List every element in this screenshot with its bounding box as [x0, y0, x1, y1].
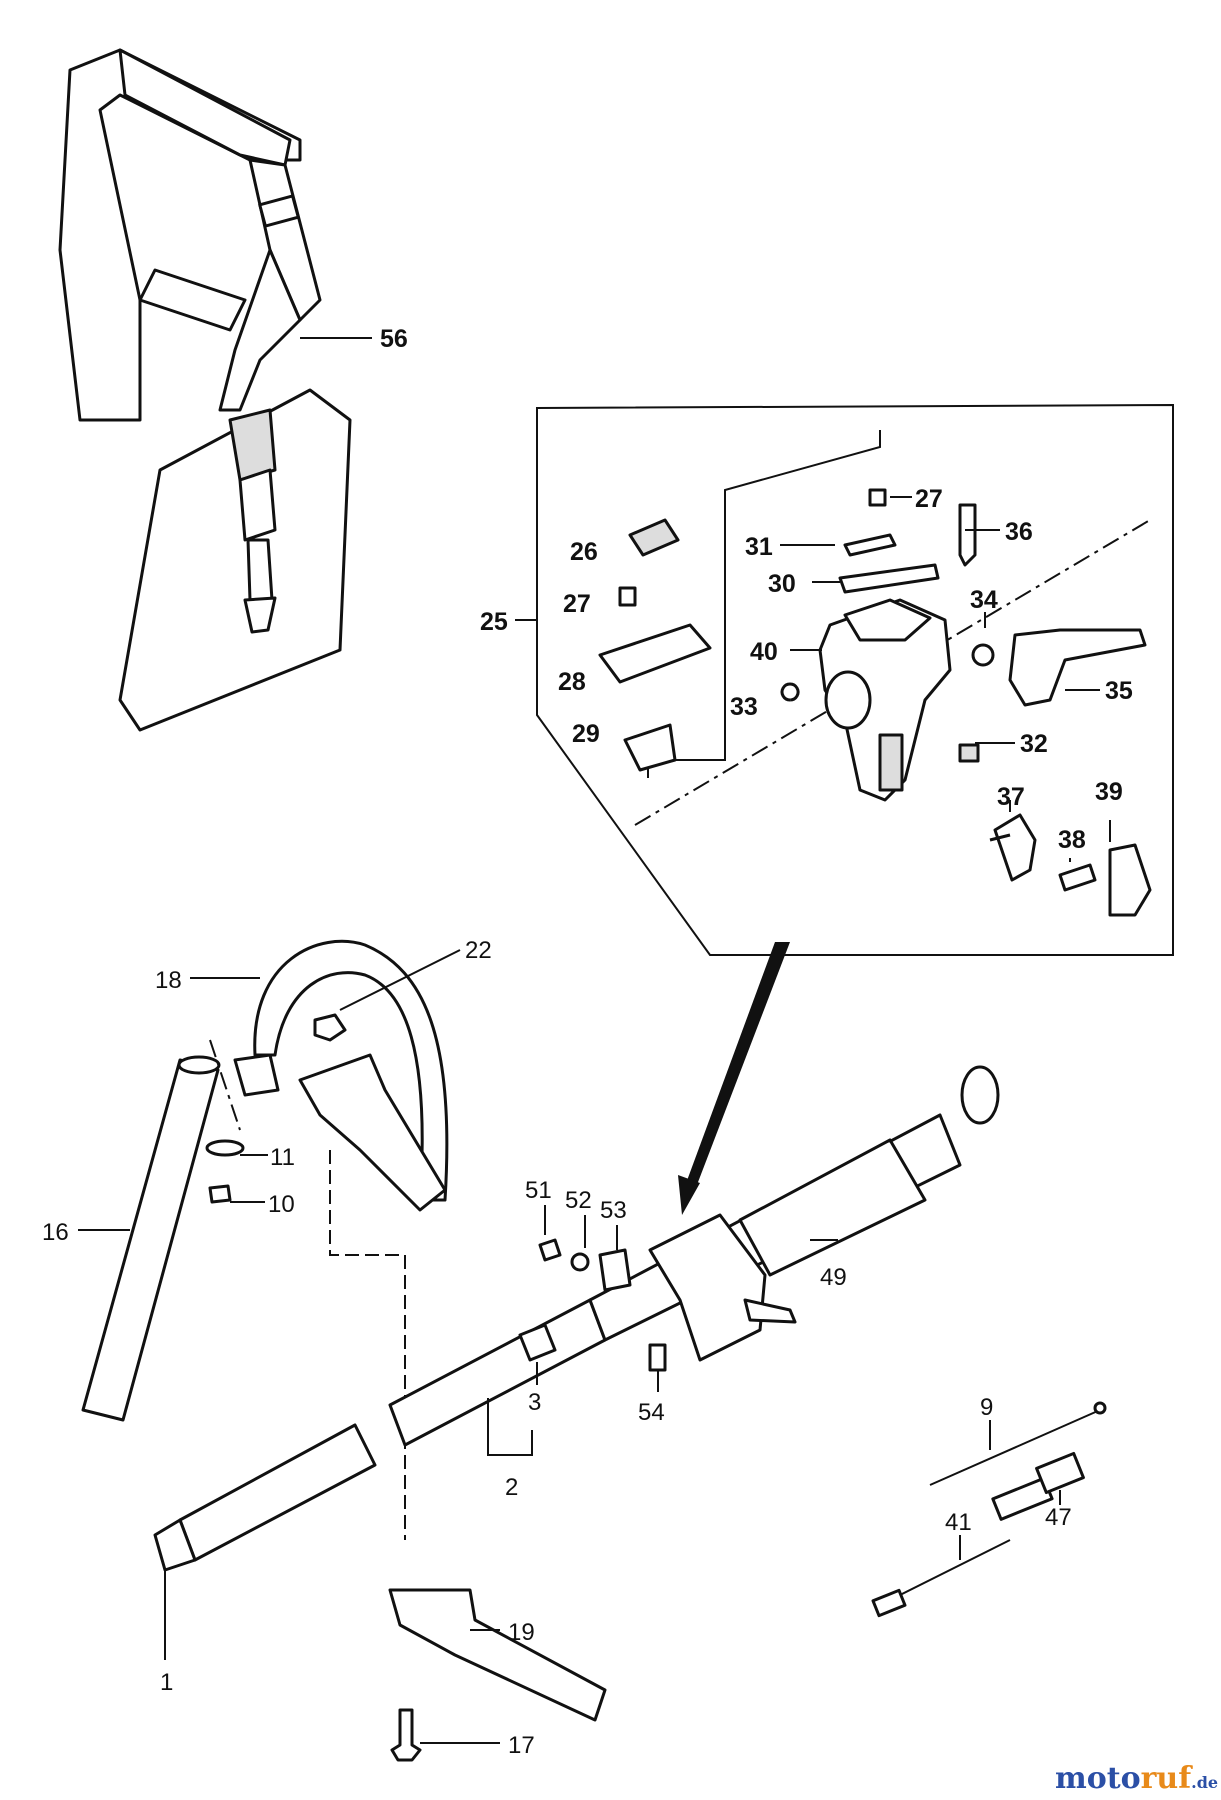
label-22: 22 [465, 937, 492, 964]
label-52: 52 [565, 1187, 592, 1214]
part-36-screw [958, 503, 977, 567]
label-37: 37 [997, 783, 1025, 811]
label-39: 39 [1095, 778, 1123, 806]
axis-16 [209, 1039, 241, 1131]
detail-arrow-head [678, 1175, 700, 1215]
part-10-screw [208, 1184, 232, 1204]
label-10: 10 [268, 1191, 295, 1218]
part-2-tube [388, 1298, 607, 1447]
label-40: 40 [750, 638, 778, 666]
label-26: 26 [570, 538, 598, 566]
label-53: 53 [600, 1197, 627, 1224]
label-30: 30 [768, 570, 796, 598]
part-54-bolt [648, 1343, 667, 1372]
part-52-washer [570, 1252, 590, 1272]
detail-frame [536, 403, 1174, 956]
part-16-grip-end [177, 1055, 221, 1075]
part-1-shaft-end [153, 1518, 197, 1572]
label-3: 3 [528, 1389, 541, 1416]
part-41-end [871, 1588, 907, 1618]
label-9: 9 [980, 1394, 993, 1421]
label-56: 56 [380, 325, 408, 353]
label-38: 38 [1058, 826, 1086, 854]
part-33-clip [780, 682, 800, 702]
label-11: 11 [270, 1144, 295, 1171]
label-35: 35 [1105, 677, 1133, 705]
label-32: 32 [1020, 730, 1048, 758]
label-34: 34 [970, 586, 998, 614]
watermark-suffix: ruf [1141, 1761, 1194, 1796]
label-27a: 27 [915, 485, 943, 513]
label-28: 28 [558, 668, 586, 696]
throttle-housing [818, 598, 952, 802]
label-41: 41 [945, 1509, 972, 1536]
shaft-end [960, 1065, 1000, 1125]
part-30-lever [838, 563, 940, 594]
label-29: 29 [572, 720, 600, 748]
part-51-nut [538, 1238, 562, 1262]
label-36: 36 [1005, 518, 1033, 546]
part-34-spring [971, 643, 995, 667]
label-51: 51 [525, 1177, 552, 1204]
part-37-stop [993, 813, 1037, 882]
watermark-tld: .de [1191, 1773, 1218, 1792]
label-31: 31 [745, 533, 773, 561]
part-16-grip [81, 1058, 220, 1422]
label-49: 49 [820, 1264, 847, 1291]
part-32-nut [958, 743, 980, 763]
part-19-barrier [388, 1588, 607, 1722]
part-35-trigger [1008, 628, 1147, 707]
label-33: 33 [730, 693, 758, 721]
part-27b-screw [618, 586, 637, 607]
part-26-knob [628, 518, 680, 557]
leader-2 [487, 1398, 533, 1456]
part-9-cable [929, 1409, 1101, 1486]
part-47-nut [1035, 1451, 1085, 1495]
part-53-bracket [598, 1248, 632, 1292]
part-18-clamp [298, 1053, 447, 1212]
part-17-bolt [390, 1708, 422, 1762]
watermark: motoruf.de [1055, 1761, 1218, 1796]
part-29-switch [623, 723, 677, 772]
part-39-cover [1108, 843, 1152, 917]
part-9-cable-end [1093, 1401, 1107, 1415]
part-49-grip [738, 1138, 927, 1277]
label-2: 2 [505, 1474, 518, 1501]
part-1-shaft [178, 1423, 377, 1562]
part-11-washer [205, 1139, 245, 1157]
label-17: 17 [508, 1732, 535, 1759]
label-19: 19 [508, 1619, 535, 1646]
label-25: 25 [480, 608, 508, 636]
harness-strap [58, 48, 352, 732]
label-16: 16 [42, 1219, 69, 1246]
part-37-shaft [989, 833, 1011, 842]
label-47: 47 [1045, 1504, 1072, 1531]
part-27a-screw [868, 488, 887, 507]
label-27b: 27 [563, 590, 591, 618]
part-18-bracket [233, 1053, 280, 1097]
label-18: 18 [155, 967, 182, 994]
watermark-prefix: moto [1055, 1761, 1141, 1796]
part-28-plate [598, 623, 712, 684]
detail-arrow [685, 942, 790, 1190]
throttle-assembly [648, 1213, 767, 1362]
part-3-clamp [518, 1323, 557, 1362]
throttle-lever [743, 1298, 797, 1324]
label-1: 1 [160, 1669, 173, 1696]
part-31-lever [843, 533, 897, 557]
label-54: 54 [638, 1399, 665, 1426]
leader-22 [339, 949, 461, 1011]
part-22-nut [313, 1013, 347, 1042]
part-38-spring [1058, 863, 1097, 892]
